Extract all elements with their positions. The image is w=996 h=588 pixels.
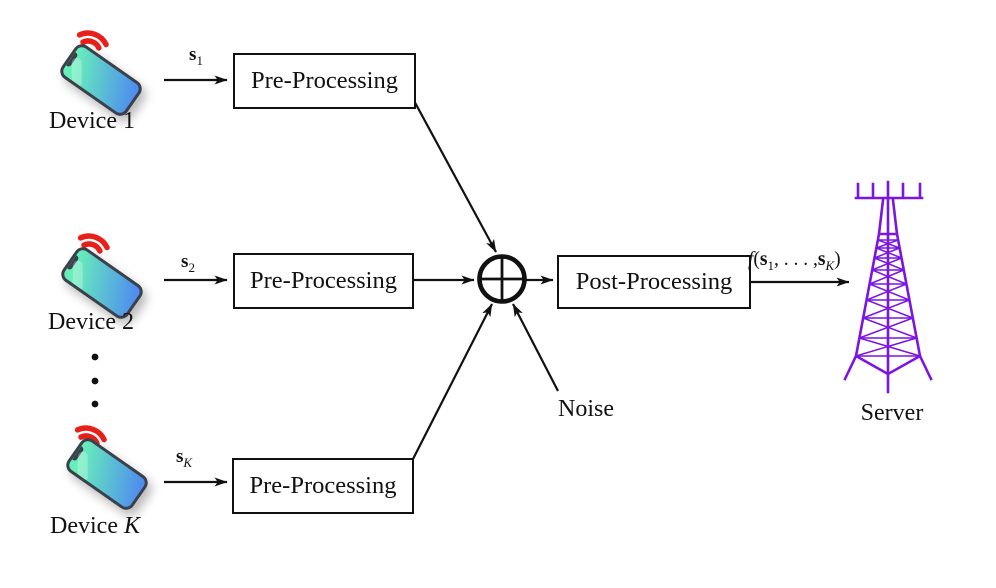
smartphone-icon — [62, 434, 152, 514]
pre-processing-box-K: Pre-Processing — [232, 458, 414, 514]
signal-sK-label: sK — [175, 446, 193, 470]
noise-label: Noise — [558, 396, 614, 422]
signal-s1-label: s1 — [189, 44, 203, 68]
circled-plus-icon — [477, 254, 527, 304]
server-label: Server — [860, 400, 924, 426]
pre-processing-box-2: Pre-Processing — [233, 253, 414, 309]
arrow-pre1-to-sum — [411, 96, 497, 253]
post-processing-box: Post-Processing — [557, 255, 751, 309]
radio-tower-icon — [843, 180, 933, 394]
signal-s2-label: s2 — [181, 251, 195, 275]
vertical-ellipsis — [91, 353, 99, 408]
output-function-label: f(s1, . . . ,sK) — [748, 249, 841, 273]
arrow-preK-to-sum — [411, 303, 493, 462]
pre-processing-box-1: Pre-Processing — [233, 53, 416, 109]
arrow-noise-to-sum — [512, 303, 559, 392]
